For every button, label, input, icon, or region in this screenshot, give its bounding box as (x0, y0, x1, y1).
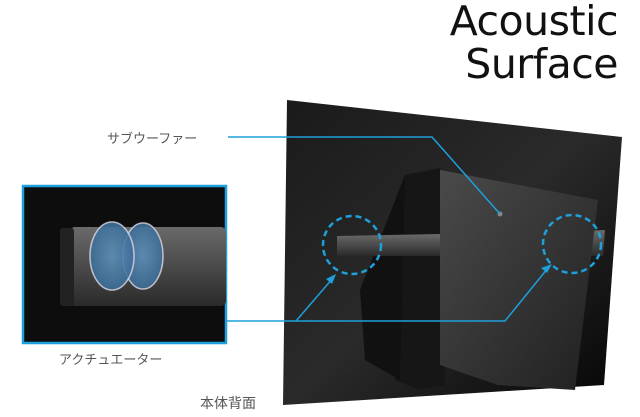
stand-plate (440, 170, 598, 390)
actuator-leader-line (226, 267, 549, 322)
stand-leg (360, 175, 405, 380)
actuator-highlight-right (541, 213, 603, 275)
arrow-icon (541, 264, 552, 273)
subwoofer-leader-line (228, 136, 501, 215)
stand-leg (395, 168, 445, 390)
actuator-leader-line-left (295, 277, 334, 322)
actuator-lens (89, 221, 135, 291)
title-line-2: Surface (465, 40, 618, 88)
title-line-1: Acoustic (449, 0, 619, 45)
actuator-bar-left (337, 234, 440, 256)
actuator-highlight-left (321, 214, 383, 276)
product-title: Acoustic Surface (449, 0, 619, 88)
arrow-icon (326, 274, 336, 284)
rear-view-label: 本体背面 (200, 396, 256, 412)
subwoofer-label: サブウーファー (107, 132, 198, 147)
actuator-label: アクチュエーター (59, 353, 163, 368)
